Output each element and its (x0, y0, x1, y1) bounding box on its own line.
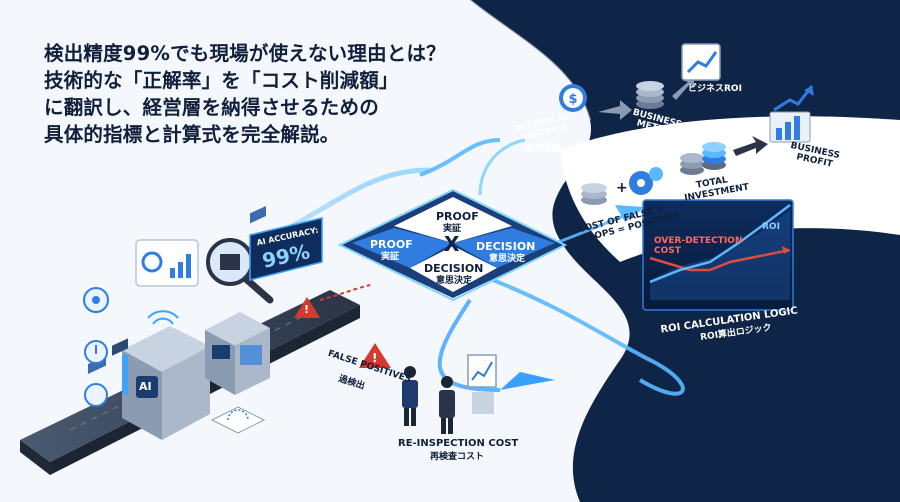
headline-line-4: 具体的指標と計算式を完全解説。 (44, 123, 340, 146)
machine-label: AI (139, 380, 152, 393)
proof-top-label: PROOF (436, 210, 479, 223)
diamond-center-x: X (444, 232, 460, 256)
ai-accuracy-badge-frame (249, 217, 323, 281)
proof-top-jp: 実証 (443, 224, 462, 234)
over-detection-label-2: COST (654, 246, 681, 256)
proof-left-label: PROOF (370, 238, 413, 251)
arrow-icon (598, 100, 632, 120)
decision-right-label: DECISION (476, 240, 536, 253)
decision-bottom-jp: 意思決定 (436, 276, 473, 286)
decision-right-jp: 意思決定 (489, 254, 526, 264)
stream-return-arrow (500, 372, 555, 390)
wifi-icon (84, 383, 108, 407)
device-panel (210, 406, 266, 434)
reinspection-jp: 再検査コスト (430, 452, 485, 462)
analyst-figures (402, 366, 455, 434)
technical-metrics-jp: 技術指標 (524, 144, 561, 154)
roi-chart-panel (642, 199, 794, 311)
plus-sign: + (616, 180, 628, 196)
headline: 検出精度99%でも現場が使えない理由とは？ 技術的な「正解率」を「コスト削減額」… (44, 40, 484, 148)
proof-left-jp: 実証 (381, 252, 400, 262)
reinspection-label: RE-INSPECTION COST (398, 438, 519, 449)
total-coins-icon (680, 142, 726, 175)
roi-series-label: ROI (762, 222, 780, 232)
stream-return (437, 298, 501, 392)
headline-line-2: 技術的な「正解率」を「コスト削減額」 (44, 69, 399, 92)
headline-line-3: に翻訳し、経営層を納得させるための (44, 96, 379, 119)
stream-arrow-chart (615, 205, 645, 222)
alert-icon (84, 340, 108, 364)
business-roi-jp: ビジネスROI (688, 84, 742, 94)
mlops-gear-icon (629, 167, 663, 195)
coin-stack-icon (636, 81, 664, 109)
wifi-waves-icon (147, 310, 179, 325)
dollar-symbol: $ (568, 92, 577, 107)
roi-line (649, 204, 791, 284)
roi-growth-board-icon (681, 43, 721, 81)
arrow-icon-3 (733, 136, 768, 156)
ai-scanner-machine (122, 326, 210, 440)
dollar-coin-icon: $ (559, 84, 587, 112)
warning-mark: ! (304, 303, 310, 316)
proof-decision-diamond (337, 188, 568, 302)
over-detection-label-1: OVER-DETECTION (654, 236, 743, 246)
warning-triangle-icon (294, 297, 320, 318)
gear-icon (83, 287, 109, 313)
profit-growth-icon (769, 85, 814, 143)
coins-icon (581, 183, 607, 205)
inspection-machine (205, 312, 270, 395)
warning-mark-2: ! (372, 351, 378, 365)
decision-bottom-label: DECISION (424, 262, 484, 275)
stream-to-technical (478, 138, 526, 196)
warning-triangle-icon-2 (359, 343, 391, 368)
stream-lower-right (479, 273, 685, 396)
dashboard-screen-icon (135, 239, 199, 287)
over-detection-line (649, 248, 791, 272)
headline-line-1: 検出精度99%でも現場が使えない理由とは？ (44, 42, 446, 65)
stream-upper (419, 138, 501, 177)
report-easel-icon (467, 354, 497, 414)
